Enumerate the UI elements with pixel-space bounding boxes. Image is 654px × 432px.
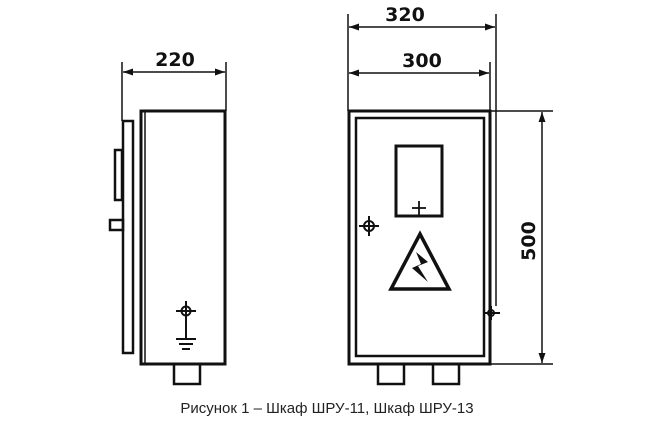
front-inner-width-dimension xyxy=(349,62,491,111)
door-lock-icon xyxy=(359,216,379,236)
side-door xyxy=(121,119,135,355)
front-inner-width-label: 300 xyxy=(402,50,442,72)
front-body xyxy=(347,109,492,366)
front-outer-width-dimension xyxy=(347,14,497,306)
side-hinge xyxy=(113,148,124,202)
front-height-dimension xyxy=(490,110,553,365)
window-screw-icon xyxy=(412,201,426,215)
front-view xyxy=(347,109,500,386)
front-cable-gland-left xyxy=(376,362,406,386)
side-width-dimension xyxy=(121,62,227,121)
side-cable-gland xyxy=(172,362,202,386)
front-cable-gland-right xyxy=(431,362,461,386)
front-outer-width-label: 320 xyxy=(385,4,425,26)
high-voltage-warning-icon xyxy=(388,230,452,291)
figure-caption: Рисунок 1 – Шкаф ШРУ-11, Шкаф ШРУ-13 xyxy=(180,400,474,417)
side-width-label: 220 xyxy=(155,49,195,71)
side-lock-knob xyxy=(108,218,125,232)
ground-icon xyxy=(176,301,196,350)
front-door xyxy=(354,116,486,358)
front-height-label: 500 xyxy=(518,221,540,261)
side-body xyxy=(139,109,227,366)
meter-window xyxy=(394,144,444,218)
front-hinge-icon xyxy=(484,306,500,320)
side-view xyxy=(108,109,227,386)
